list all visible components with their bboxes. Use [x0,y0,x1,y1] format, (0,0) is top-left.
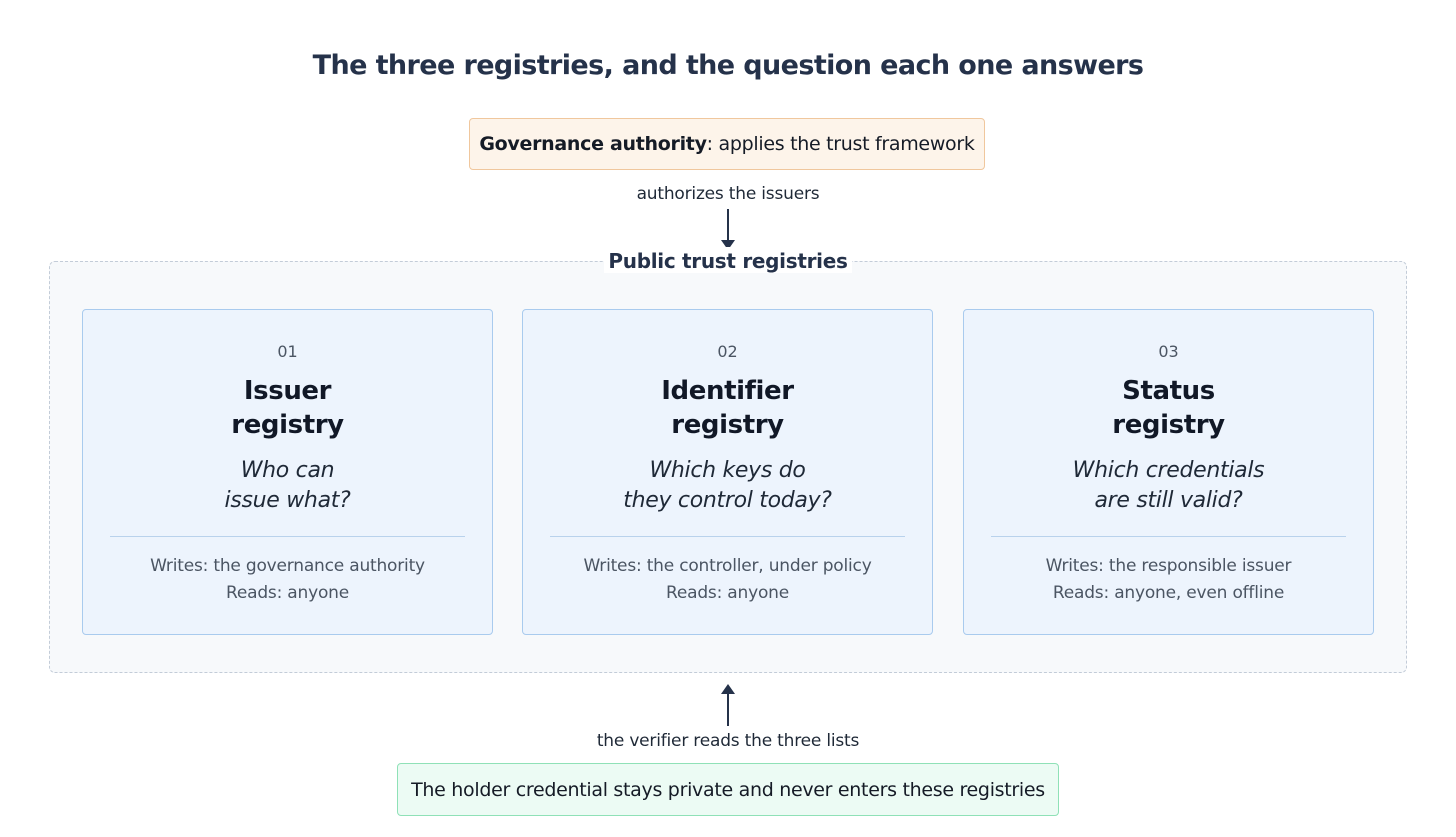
diagram-title: The three registries, and the question e… [312,50,1144,81]
card-writes: Writes: the responsible issuer [1045,556,1292,576]
card-title: Status registry [964,374,1373,442]
bottom-arrow-label: the verifier reads the three lists [596,731,860,751]
card-title-line: registry [671,410,784,440]
card-question: Who can issue what? [83,456,492,516]
card-divider [550,536,905,537]
card-reads: Reads: anyone, even offline [1052,583,1285,603]
card-reads: Reads: anyone [666,583,789,603]
card-title-line: Issuer [243,376,332,406]
identifier-registry-card: 02 Identifier registry Which keys do the… [522,309,933,635]
card-question-line: issue what? [224,488,351,513]
card-question-line: are still valid? [1094,488,1243,513]
card-title-line: registry [231,410,344,440]
card-question-line: Which keys do [649,458,806,483]
governance-authority-label: Governance authority [479,133,707,155]
top-arrow-label: authorizes the issuers [636,184,820,204]
down-arrow [721,209,735,250]
card-divider [110,536,465,537]
card-reads: Reads: anyone [226,583,349,603]
card-question: Which credentials are still valid? [964,456,1373,516]
card-question-line: Who can [240,458,335,483]
governance-authority-description: : applies the trust framework [706,133,975,155]
holder-credential-note: The holder credential stays private and … [397,763,1059,816]
card-divider [991,536,1346,537]
status-registry-card: 03 Status registry Which credentials are… [963,309,1374,635]
card-writes: Writes: the governance authority [150,556,425,576]
issuer-registry-card: 01 Issuer registry Who can issue what? W… [82,309,493,635]
card-number: 02 [717,342,738,361]
card-question-line: Which credentials [1072,458,1265,483]
card-question-line: they control today? [623,488,832,513]
governance-authority-box: Governance authority: applies the trust … [469,118,985,170]
card-title-line: Identifier [661,376,794,406]
panel-title: Public trust registries [604,247,852,273]
card-number: 01 [277,342,298,361]
card-title: Issuer registry [83,374,492,442]
card-question: Which keys do they control today? [523,456,932,516]
card-title-line: Status [1122,376,1215,406]
card-title: Identifier registry [523,374,932,442]
up-arrow [721,684,735,726]
card-number: 03 [1158,342,1179,361]
card-writes: Writes: the controller, under policy [583,556,872,576]
card-title-line: registry [1112,410,1225,440]
